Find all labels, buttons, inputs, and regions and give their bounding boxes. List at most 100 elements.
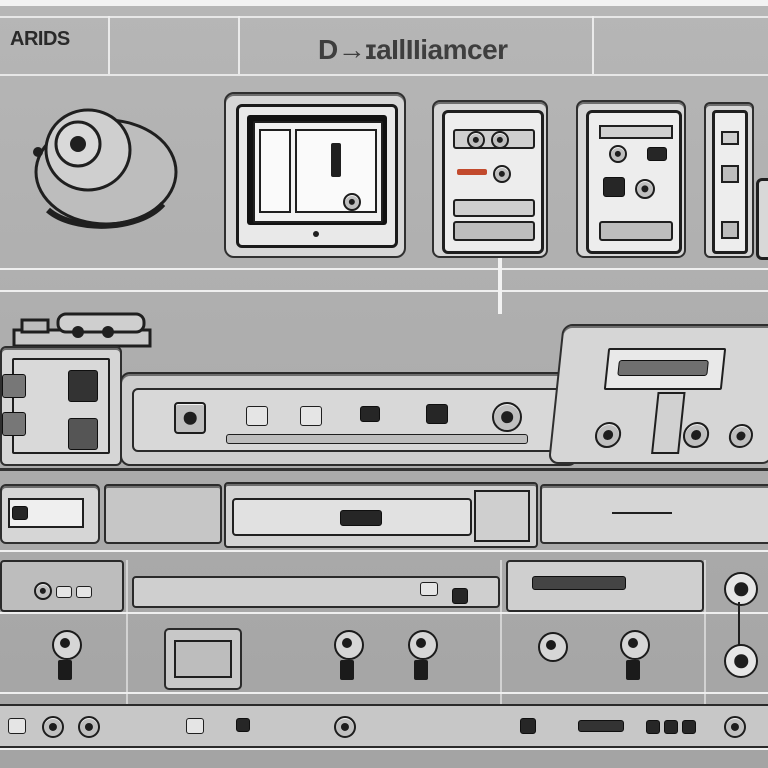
phone-panel-1	[432, 100, 548, 258]
phone2-button-2	[603, 177, 625, 197]
header-divider-3	[592, 16, 594, 74]
plug-1	[58, 660, 72, 680]
phone-row-3	[453, 221, 535, 241]
bottom-right-display	[532, 576, 626, 590]
center-button-2[interactable]	[300, 406, 322, 426]
bottom-left-button-2[interactable]	[76, 586, 92, 598]
bottom-strip-button-1[interactable]	[8, 718, 26, 734]
brand-title: D→ɪaIlIIiamcer	[318, 34, 508, 65]
knob-icon[interactable]	[492, 402, 522, 432]
screen-knob	[343, 193, 361, 211]
phone-knob-1	[467, 131, 485, 149]
left-screen-block-3	[2, 412, 26, 436]
phone-knob-2	[491, 131, 509, 149]
bottom-strip-button-3[interactable]	[236, 718, 250, 732]
jack-icon[interactable]	[538, 632, 568, 662]
device-slot-2	[721, 165, 739, 183]
jack-icon[interactable]	[334, 630, 364, 660]
header-divider-2	[238, 16, 240, 74]
bottom-rail-3	[0, 692, 768, 694]
bottom-strip-button-2[interactable]	[186, 718, 204, 734]
bottom-left-button-1[interactable]	[56, 586, 72, 598]
bottom-strip-button-6[interactable]	[664, 720, 678, 734]
bottom-divider-3	[704, 560, 706, 750]
slot-right-block	[474, 490, 530, 542]
bottom-strip-button-5[interactable]	[646, 720, 660, 734]
tablet-home-button	[313, 231, 319, 237]
jack-icon[interactable]	[408, 630, 438, 660]
left-screen-panel	[0, 346, 122, 466]
lower-center-slot-panel	[224, 482, 538, 548]
plug-3	[414, 660, 428, 680]
console-stand	[651, 392, 686, 454]
phone2-bottom-strip	[599, 221, 673, 241]
center-button-1[interactable]	[246, 406, 268, 426]
slot-button[interactable]	[340, 510, 382, 526]
jack-icon[interactable]	[620, 630, 650, 660]
phone2-top-strip	[599, 125, 673, 139]
lower-right-line	[612, 512, 672, 514]
phone2-button-1	[647, 147, 667, 161]
camera-icon	[18, 92, 188, 242]
bottom-strip-knob-4[interactable]	[724, 716, 746, 738]
cable-drop	[498, 258, 502, 314]
right-column-knob-1[interactable]	[724, 572, 758, 606]
tablet-icon	[236, 104, 398, 248]
phone-red-indicator	[457, 169, 487, 175]
phone-icon	[586, 110, 682, 254]
drawer-window	[8, 498, 84, 528]
top-rail-1	[0, 16, 768, 18]
console-knob-3[interactable]	[727, 424, 755, 448]
bottom-left-knob[interactable]	[34, 582, 52, 600]
cassette-box[interactable]	[164, 628, 242, 690]
phone-knob-3	[493, 165, 511, 183]
screen-doc-left	[259, 129, 291, 213]
device-slot-1	[721, 131, 739, 145]
phone-icon	[442, 110, 544, 254]
bottom-strip-button-7[interactable]	[682, 720, 696, 734]
phone2-knob-1	[609, 145, 627, 163]
lower-right-panel	[540, 484, 768, 544]
left-screen-block-2	[68, 370, 98, 402]
lower-left-drawer	[0, 484, 100, 544]
jack-icon[interactable]	[52, 630, 82, 660]
bottom-strip-display	[578, 720, 624, 732]
bottom-strip-knob-3[interactable]	[334, 716, 356, 738]
knob-icon[interactable]	[174, 402, 206, 434]
right-column-line	[738, 602, 740, 646]
bottom-mid-button-2[interactable]	[452, 588, 468, 604]
phone-panel-3	[704, 102, 754, 258]
bottom-strip-knob-1[interactable]	[42, 716, 64, 738]
console-knob-1[interactable]	[593, 422, 623, 448]
cassette-window	[174, 640, 232, 678]
bottom-rail-1	[0, 550, 768, 552]
console-knob-2[interactable]	[681, 422, 711, 448]
plug-4	[626, 660, 640, 680]
lower-left-block	[104, 484, 222, 544]
phone-panel-2	[576, 100, 686, 258]
center-control-panel	[120, 372, 578, 466]
bottom-rail-4	[0, 748, 768, 750]
bottom-divider-2	[500, 560, 502, 750]
top-rail-2	[0, 74, 768, 76]
right-edge-device	[756, 178, 768, 260]
drawer-indicator	[12, 506, 28, 520]
screen-widget	[331, 143, 341, 177]
center-display-2	[426, 404, 448, 424]
header-left-text: ARIDS	[10, 28, 70, 50]
bottom-strip-button-4[interactable]	[520, 718, 536, 734]
left-screen-block-4	[68, 418, 98, 450]
separator-rail-2	[0, 290, 768, 292]
right-column-knob-2[interactable]	[724, 644, 758, 678]
top-frame	[0, 0, 768, 6]
phone-row-2	[453, 199, 535, 217]
header-divider-1	[108, 16, 110, 74]
center-slot[interactable]	[232, 498, 472, 536]
bottom-strip-knob-2[interactable]	[78, 716, 100, 738]
separator-rail-1	[0, 268, 768, 270]
device-icon	[712, 110, 748, 254]
bottom-divider-1	[126, 560, 128, 750]
console-screen-bar	[617, 360, 709, 376]
left-mini-device	[12, 312, 152, 348]
bottom-mid-button-1[interactable]	[420, 582, 438, 596]
